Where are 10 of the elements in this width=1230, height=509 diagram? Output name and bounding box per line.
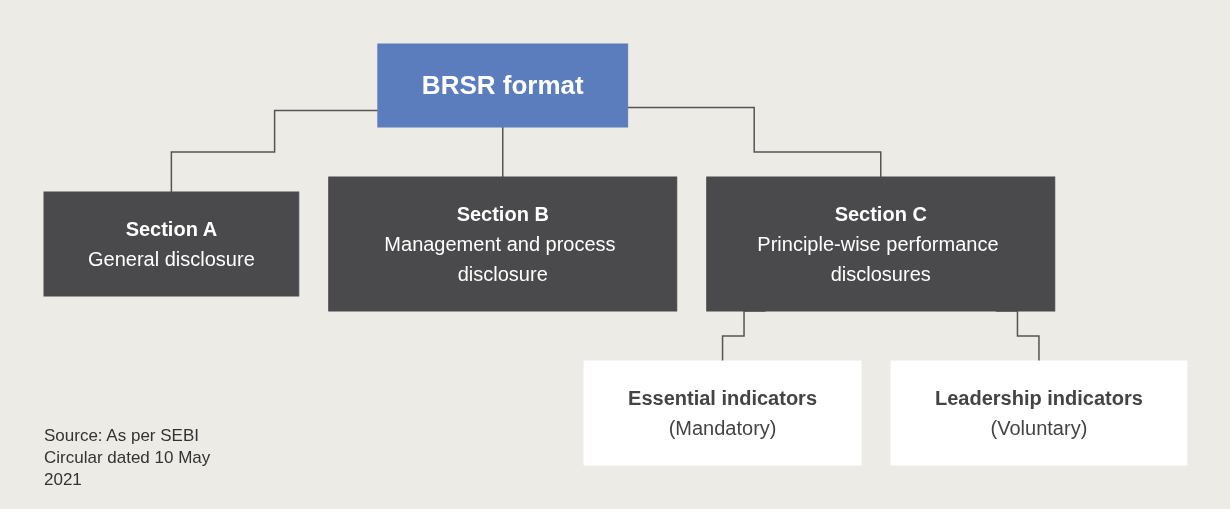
node-box: BRSR format bbox=[376, 43, 628, 128]
source-note: Source: As per SEBI Circular dated 10 May 2021 bbox=[44, 425, 212, 491]
connector bbox=[501, 126, 504, 178]
connector bbox=[170, 109, 379, 193]
node-box: Leadership indicators (Voluntary) bbox=[890, 360, 1187, 466]
connector bbox=[626, 106, 882, 178]
node-box: Essential indicators (Mandatory) bbox=[583, 360, 862, 466]
node-box: Section B Management and process disclosure bbox=[327, 176, 677, 312]
node-box: Section C Principle-wise performance disclosures bbox=[705, 176, 1055, 312]
node-box: Section A General disclosure bbox=[43, 191, 299, 297]
